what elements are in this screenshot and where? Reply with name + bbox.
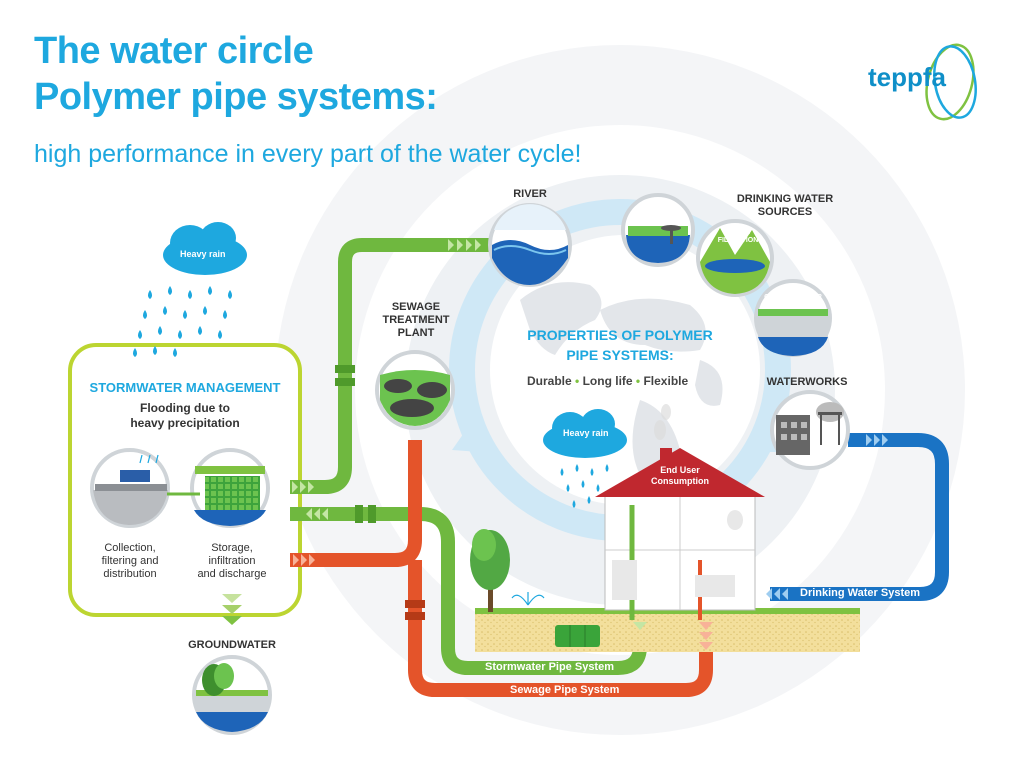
drinking-pipe-arrows	[766, 434, 888, 600]
collection-medallion	[90, 448, 170, 528]
storm-pipe-arrows	[306, 508, 328, 520]
collection-line-2: filtering and	[101, 555, 159, 567]
ground-filtration-line-2: FILTRATION	[772, 302, 814, 309]
surface-filtration-medallion	[621, 193, 695, 267]
surface-filtration-line-3: FILTRATION	[637, 219, 679, 226]
green-coupling	[335, 365, 355, 373]
frame-down-arrows	[222, 594, 242, 625]
valley-filtration-label: VALLEY FILTRATION	[708, 229, 768, 245]
drinking-sources-line-2: SOURCES	[757, 206, 813, 218]
rain-label-center: Heavy rain	[563, 428, 609, 438]
rain-drops-left	[133, 286, 232, 357]
house-label: End User Consumption	[640, 465, 720, 487]
rain-cloud-left	[163, 222, 247, 275]
collection-label: Collection, filtering and distribution	[92, 542, 168, 581]
storage-label: Storage, infiltration and discharge	[190, 542, 274, 581]
stormwater-subheading: Flooding due to heavy precipitation	[100, 401, 270, 431]
stormwater-sub-line-2: heavy precipitation	[130, 416, 240, 430]
green-pipe-to-river	[290, 238, 492, 494]
sewage-plant-label: SEWAGE TREATMENT PLANT	[380, 301, 452, 340]
waterworks-label: WATERWORKS	[766, 376, 848, 388]
tree	[470, 529, 510, 612]
drinking-pipe	[770, 433, 949, 601]
stormwater-pipe-label: Stormwater Pipe System	[485, 661, 614, 673]
waterworks-medallion	[770, 390, 850, 470]
title-line-1: The water circle	[34, 30, 314, 72]
drinking-pipe-label: Drinking Water System	[800, 587, 921, 599]
grass-strip	[475, 608, 860, 614]
storage-medallion	[190, 448, 270, 528]
green-pipe-arrows	[292, 239, 481, 493]
sewage-plant-medallion	[375, 350, 455, 430]
groundwater-filtration-medallion	[754, 279, 832, 357]
properties-heading-line-1: PROPERTIES OF POLYMER	[527, 327, 713, 343]
house-label-line-1: End User	[660, 465, 700, 475]
sprinkler	[511, 592, 545, 606]
groundwater-label: GROUNDWATER	[188, 639, 276, 651]
property-long-life: Long life	[582, 374, 633, 388]
stormwater-sub-line-1: Flooding due to	[140, 401, 230, 415]
river-label: RIVER	[513, 188, 547, 200]
storage-line-2: infiltration	[208, 555, 256, 567]
cycle-arrow-right	[750, 430, 778, 452]
surface-filtration-line-2: WATER	[645, 211, 671, 218]
property-flexible: Flexible	[643, 374, 689, 388]
rain-drops-center	[560, 464, 609, 508]
title-line-2: Polymer pipe systems:	[34, 76, 438, 118]
smoke	[654, 404, 671, 440]
sewage-down-arrows	[699, 622, 713, 650]
drinking-sources-line-1: DRINKING WATER	[736, 193, 834, 205]
ground-filtration-line-1: GROUND WATER	[764, 294, 822, 301]
property-separator-2: •	[635, 374, 641, 388]
valley-filtration-line-2: FILTRATION	[717, 237, 759, 244]
river-medallion	[488, 203, 572, 287]
groundwater-medallion	[192, 655, 272, 735]
rain-cloud-center	[543, 409, 627, 458]
storage-line-1: Storage,	[211, 542, 253, 554]
sewage-line-2: TREATMENT	[382, 314, 450, 326]
page-subtitle: high performance in every part of the wa…	[34, 140, 582, 168]
collection-line-1: Collection,	[104, 542, 156, 554]
ground-strip	[475, 612, 860, 652]
teppfa-logo: teppfa	[868, 62, 946, 92]
sewage-pipe-label: Sewage Pipe System	[510, 684, 620, 696]
valley-filtration-medallion	[696, 219, 774, 297]
page-title: The water circle Polymer pipe systems:	[34, 28, 438, 120]
surface-filtration-line-1: SURFACE	[641, 203, 675, 210]
house	[595, 448, 765, 620]
drinking-sources-label: DRINKING WATER SOURCES	[725, 193, 845, 219]
property-durable: Durable	[527, 374, 572, 388]
property-separator-1: •	[575, 374, 580, 388]
storage-crates	[555, 625, 600, 647]
properties-list: Durable • Long life • Flexible	[527, 374, 727, 388]
stormwater-heading: STORMWATER MANAGEMENT	[89, 380, 281, 395]
collection-line-3: distribution	[103, 568, 157, 580]
properties-heading-line-2: PIPE SYSTEMS:	[566, 347, 674, 363]
properties-heading: PROPERTIES OF POLYMER PIPE SYSTEMS:	[505, 325, 735, 365]
sewage-pipe-arrows	[293, 554, 315, 566]
house-label-line-2: Consumption	[651, 476, 709, 486]
sewage-pipe	[290, 440, 713, 697]
stormwater-pipe	[290, 507, 647, 675]
surface-filtration-label: SURFACE WATER FILTRATION	[628, 203, 688, 227]
ground-filtration-label: GROUND WATER FILTRATION	[758, 294, 828, 310]
storage-line-3: and discharge	[197, 568, 267, 580]
world-map	[520, 282, 723, 478]
storm-down-arrows	[633, 622, 647, 630]
logo-rings	[925, 43, 977, 121]
cycle-arrow-left	[452, 430, 480, 452]
sewage-line-1: SEWAGE	[391, 301, 441, 313]
sewage-line-3: PLANT	[397, 327, 435, 339]
valley-filtration-line-1: VALLEY	[724, 229, 752, 236]
rain-label-left: Heavy rain	[180, 249, 226, 259]
